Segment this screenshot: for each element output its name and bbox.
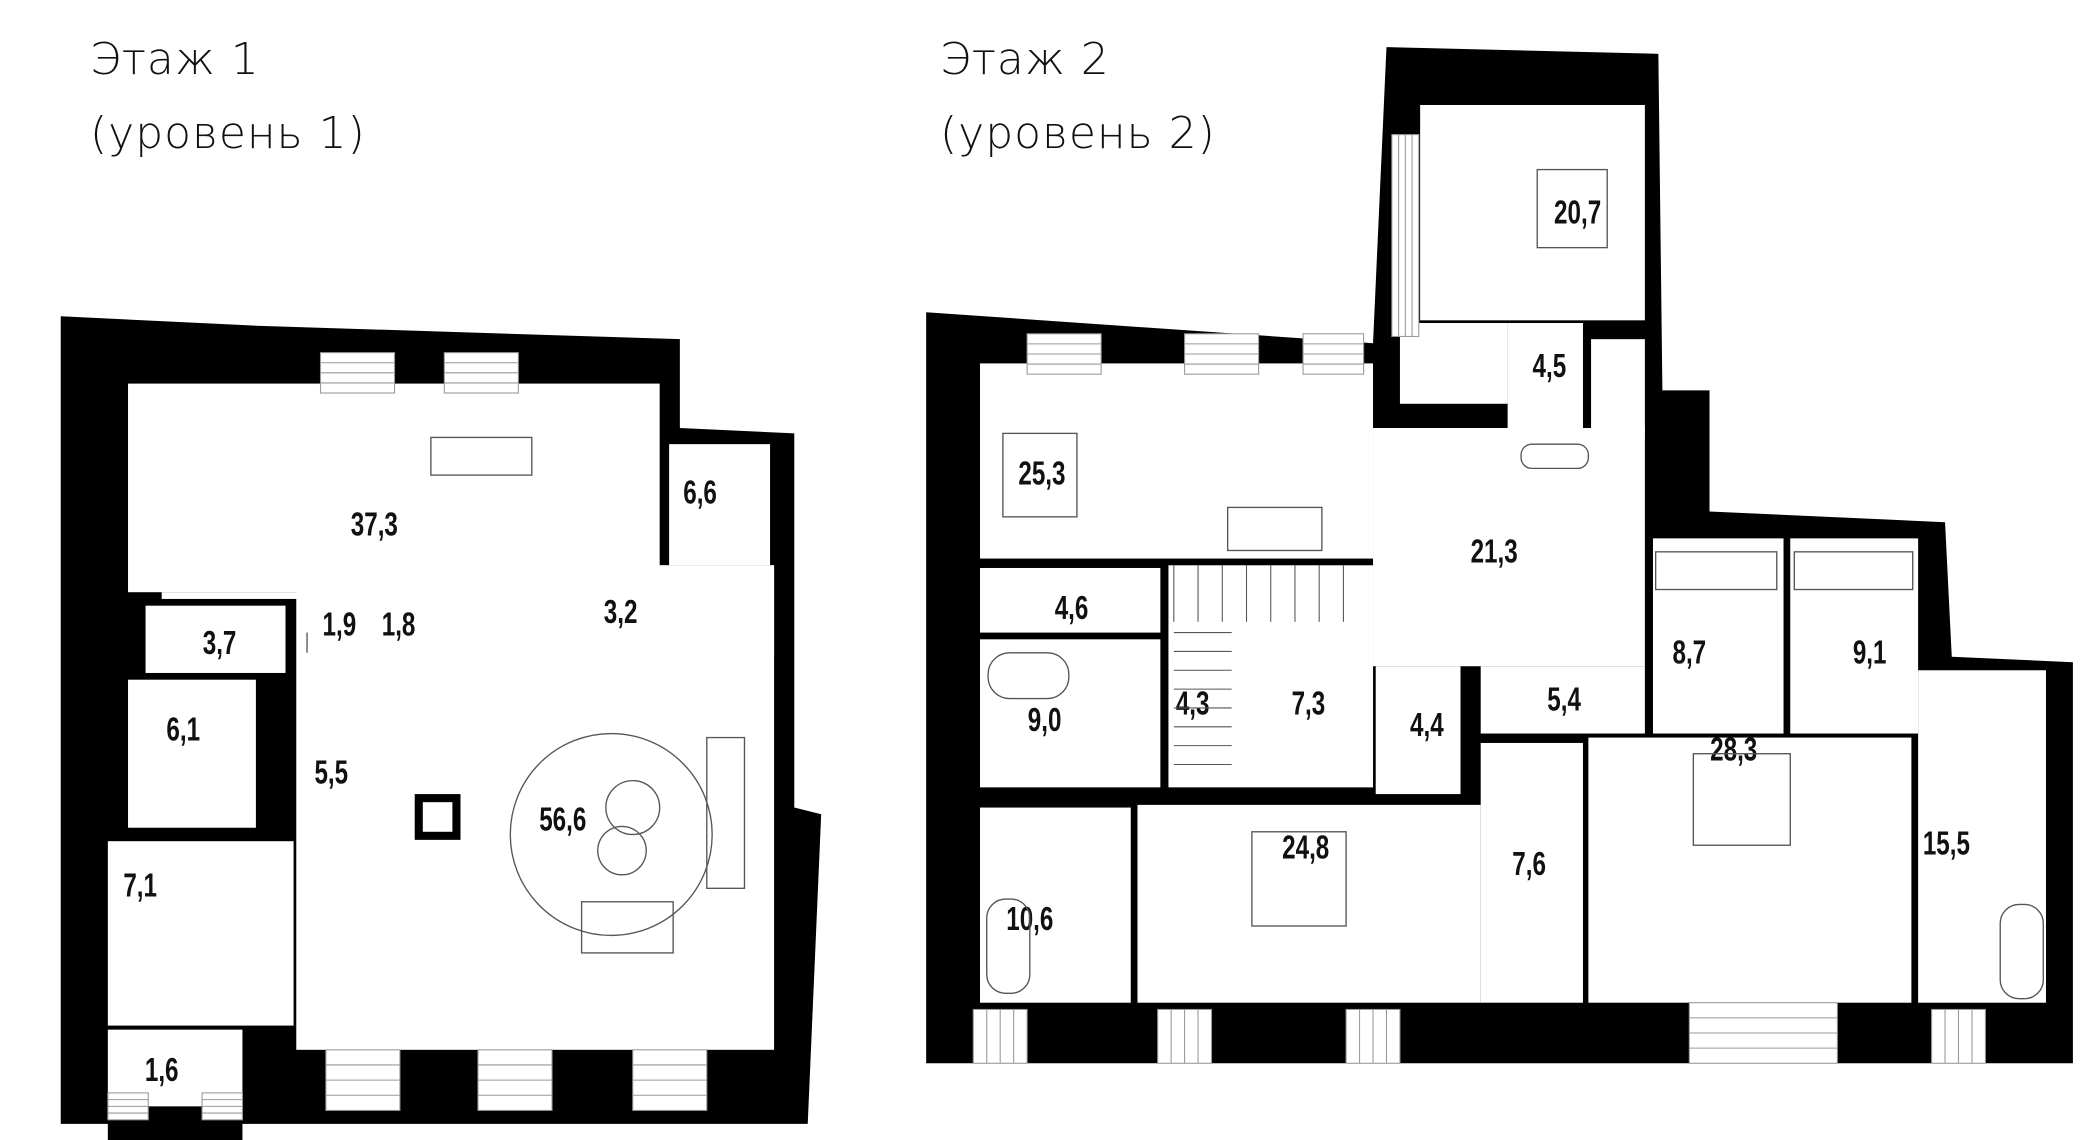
wardrobe <box>1654 551 1778 591</box>
wardrobe <box>1793 551 1914 591</box>
window <box>325 1049 401 1111</box>
bathtub <box>987 652 1070 700</box>
room-area-label: 3,2 <box>604 593 638 631</box>
room-area-label: 4,3 <box>1176 685 1210 723</box>
room-floor <box>145 605 286 673</box>
window <box>1157 1008 1213 1064</box>
coffee-table <box>597 825 647 876</box>
window <box>1302 333 1365 375</box>
floor2-title: Этаж 2 <box>940 34 1110 85</box>
room-floor <box>1591 339 1645 434</box>
room-area-label: 56,6 <box>539 801 586 839</box>
room-floor <box>1420 104 1645 321</box>
room-area-label: 4,5 <box>1533 347 1567 385</box>
room-area-label: 6,6 <box>683 474 717 512</box>
room-area-label: 4,4 <box>1410 706 1444 744</box>
room-area-label: 3,7 <box>203 624 237 662</box>
room-area-label: 5,4 <box>1547 681 1581 719</box>
room-floor <box>552 565 775 657</box>
room-floor <box>1507 323 1583 434</box>
window <box>1931 1008 1986 1064</box>
room-floor <box>1373 428 1645 667</box>
room-floor <box>161 592 304 599</box>
room-area-label: 9,0 <box>1028 701 1062 739</box>
sofa <box>706 736 746 889</box>
room-floor <box>128 679 256 828</box>
room-area-label: 25,3 <box>1018 455 1065 493</box>
room-area-label: 1,6 <box>145 1051 179 1089</box>
room-area-label: 9,1 <box>1853 634 1887 672</box>
room-floor <box>1137 804 1481 1003</box>
room-floor <box>980 567 1161 633</box>
room-area-label: 6,1 <box>166 710 200 748</box>
room-area-label: 1,8 <box>382 605 416 643</box>
room-floor <box>980 807 1131 1003</box>
room-floor <box>980 639 1161 788</box>
room-area-label: 21,3 <box>1471 533 1518 571</box>
room-floor <box>303 679 371 848</box>
dining-table <box>430 436 533 476</box>
room-floor <box>128 383 660 593</box>
window <box>443 352 519 394</box>
window <box>107 1092 149 1121</box>
coffee-table <box>605 779 661 836</box>
sofa <box>1226 506 1323 552</box>
bathtub <box>1999 903 2044 1000</box>
bathtub <box>1520 443 1590 470</box>
room-floor <box>1588 737 1912 1003</box>
room-floor <box>371 581 458 660</box>
floor1-title: Этаж 1 <box>90 34 260 85</box>
room-area-label: 7,1 <box>123 867 157 905</box>
window <box>1345 1008 1401 1064</box>
room-floor <box>1375 666 1461 795</box>
bed <box>1251 831 1347 927</box>
room-floor <box>980 363 1374 559</box>
floor2-subtitle: (уровень 2) <box>940 108 1216 159</box>
room-floor <box>312 581 364 660</box>
window <box>1391 134 1420 338</box>
window <box>1184 333 1260 375</box>
sofa <box>580 901 674 954</box>
room-area-label: 7,3 <box>1292 685 1326 723</box>
room-area-label: 4,6 <box>1055 589 1089 627</box>
room-area-label: 20,7 <box>1554 194 1601 232</box>
bathtub <box>986 898 1031 994</box>
floor2-plan: 20,7 4,5 25,3 21,3 4,6 9,0 4,3 7,3 4,4 5,4 8,7 9,1 1… <box>926 47 2073 1064</box>
column-inner <box>422 802 453 832</box>
room-area-label: 7,6 <box>1512 845 1546 883</box>
window <box>201 1092 243 1121</box>
room-area-label: 8,7 <box>1672 634 1706 672</box>
room-floor <box>1235 632 1374 781</box>
window <box>1688 1002 1838 1064</box>
window <box>972 1008 1028 1064</box>
window <box>632 1049 708 1111</box>
bed <box>1692 753 1791 846</box>
window <box>1026 333 1102 375</box>
bed <box>1002 432 1078 518</box>
room-floor <box>1480 666 1645 734</box>
room-area-label: 24,8 <box>1282 829 1329 867</box>
room-area-label: 1,9 <box>323 605 357 643</box>
room-floor <box>1918 670 2046 1003</box>
window <box>477 1049 553 1111</box>
room-floor <box>107 841 294 1026</box>
room-floor <box>1480 742 1583 1003</box>
floor1-plan: 37,3 56,6 6,6 3,2 3,7 1,9 1,8 6,1 5,5 7,1 1,6 <box>60 316 822 1140</box>
room-area-label: 15,5 <box>1923 825 1970 863</box>
room-floor <box>1652 538 1784 734</box>
floor1-subtitle: (уровень 1) <box>90 108 366 159</box>
room-area-label: 37,3 <box>351 506 398 544</box>
bed <box>1536 168 1608 249</box>
room-area-label: 5,5 <box>314 753 348 791</box>
round-rug <box>509 732 713 937</box>
room-floor <box>669 444 771 566</box>
room-area-label: 28,3 <box>1710 731 1757 769</box>
room-floor <box>1790 538 1919 734</box>
window <box>319 352 396 394</box>
